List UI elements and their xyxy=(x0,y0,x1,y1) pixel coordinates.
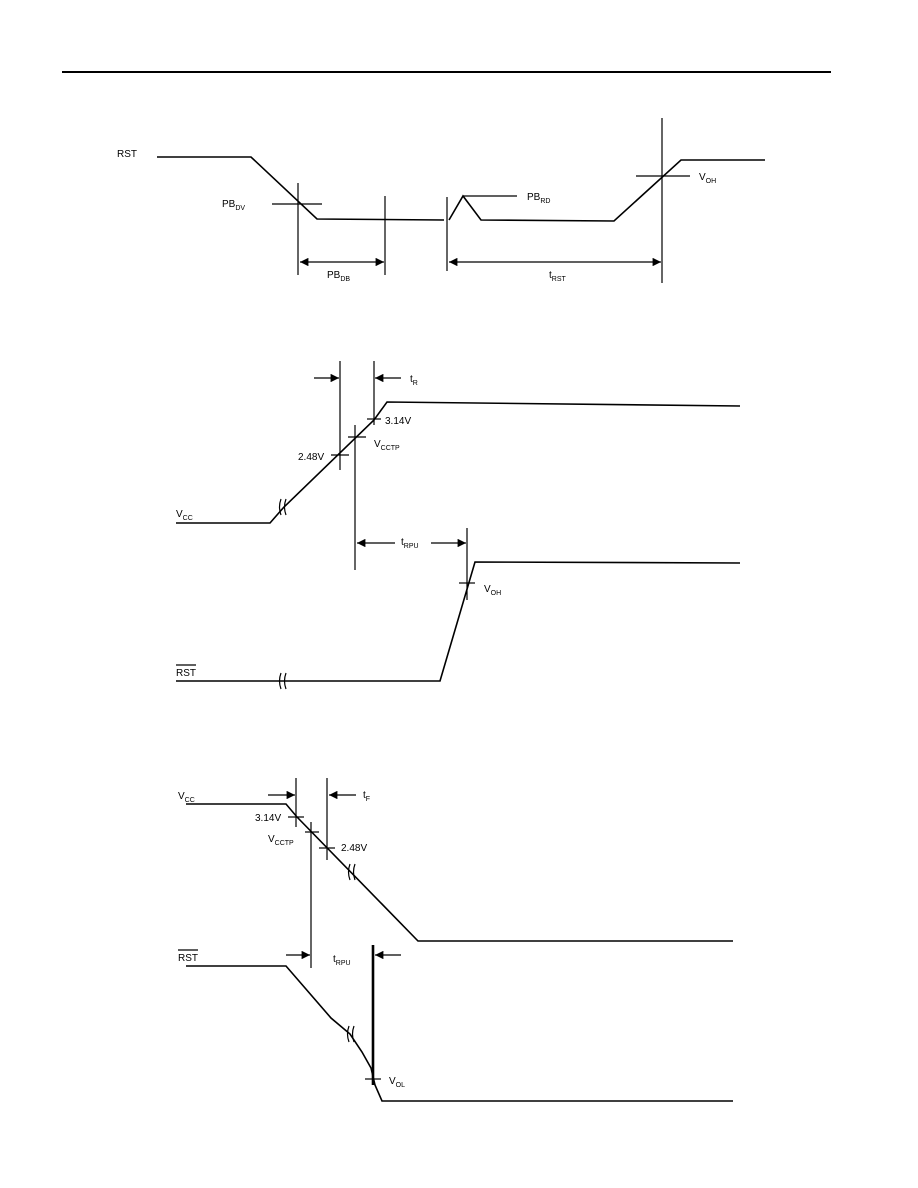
vcc-rise-waveform xyxy=(176,401,741,524)
power-down-diagram: VCC tF 3.14V VCCTP 2.48V RST tRPU VOL xyxy=(178,778,733,1102)
vcc-fall-waveform xyxy=(186,803,733,942)
trpu-label: tRPU xyxy=(401,537,419,550)
v248-label: 2.48V xyxy=(341,843,367,854)
v314-label: 3.14V xyxy=(255,813,281,824)
rst-bar-label: RST xyxy=(178,953,198,964)
v314-label: 3.14V xyxy=(385,416,411,427)
tr-label: tR xyxy=(410,374,418,387)
vcctp-label: VCCTP xyxy=(374,439,400,452)
tf-label: tF xyxy=(363,790,370,803)
pushbutton-reset-diagram: RST PBDV PBDB PBRD tRST VOH xyxy=(117,118,765,283)
rst-rise-waveform xyxy=(176,561,741,682)
pbrd-label: PBRD xyxy=(527,192,550,205)
trst-label: tRST xyxy=(549,270,567,283)
vcc-label: VCC xyxy=(178,791,195,804)
rst-waveform-2 xyxy=(448,159,765,222)
break-mark xyxy=(278,498,287,516)
vol-label: VOL xyxy=(389,1076,405,1089)
voh-label: VOH xyxy=(484,584,501,597)
voh-label: VOH xyxy=(699,172,716,185)
rst-waveform-1 xyxy=(157,156,445,221)
pbdv-label: PBDV xyxy=(222,199,245,212)
break-mark xyxy=(346,1025,355,1043)
break-mark xyxy=(278,672,287,690)
vcc-label: VCC xyxy=(176,509,193,522)
rst-fall-waveform xyxy=(186,965,733,1102)
trpu-label: tRPU xyxy=(333,954,351,967)
v248-label: 2.48V xyxy=(298,452,324,463)
rst-bar-label: RST xyxy=(176,668,196,679)
rst-label: RST xyxy=(117,149,137,160)
power-up-diagram: tR 3.14V VCCTP 2.48V VCC tRPU VOH RST xyxy=(176,361,741,690)
pbdb-label: PBDB xyxy=(327,270,350,283)
break-mark xyxy=(347,863,356,881)
vcctp-label: VCCTP xyxy=(268,834,294,847)
